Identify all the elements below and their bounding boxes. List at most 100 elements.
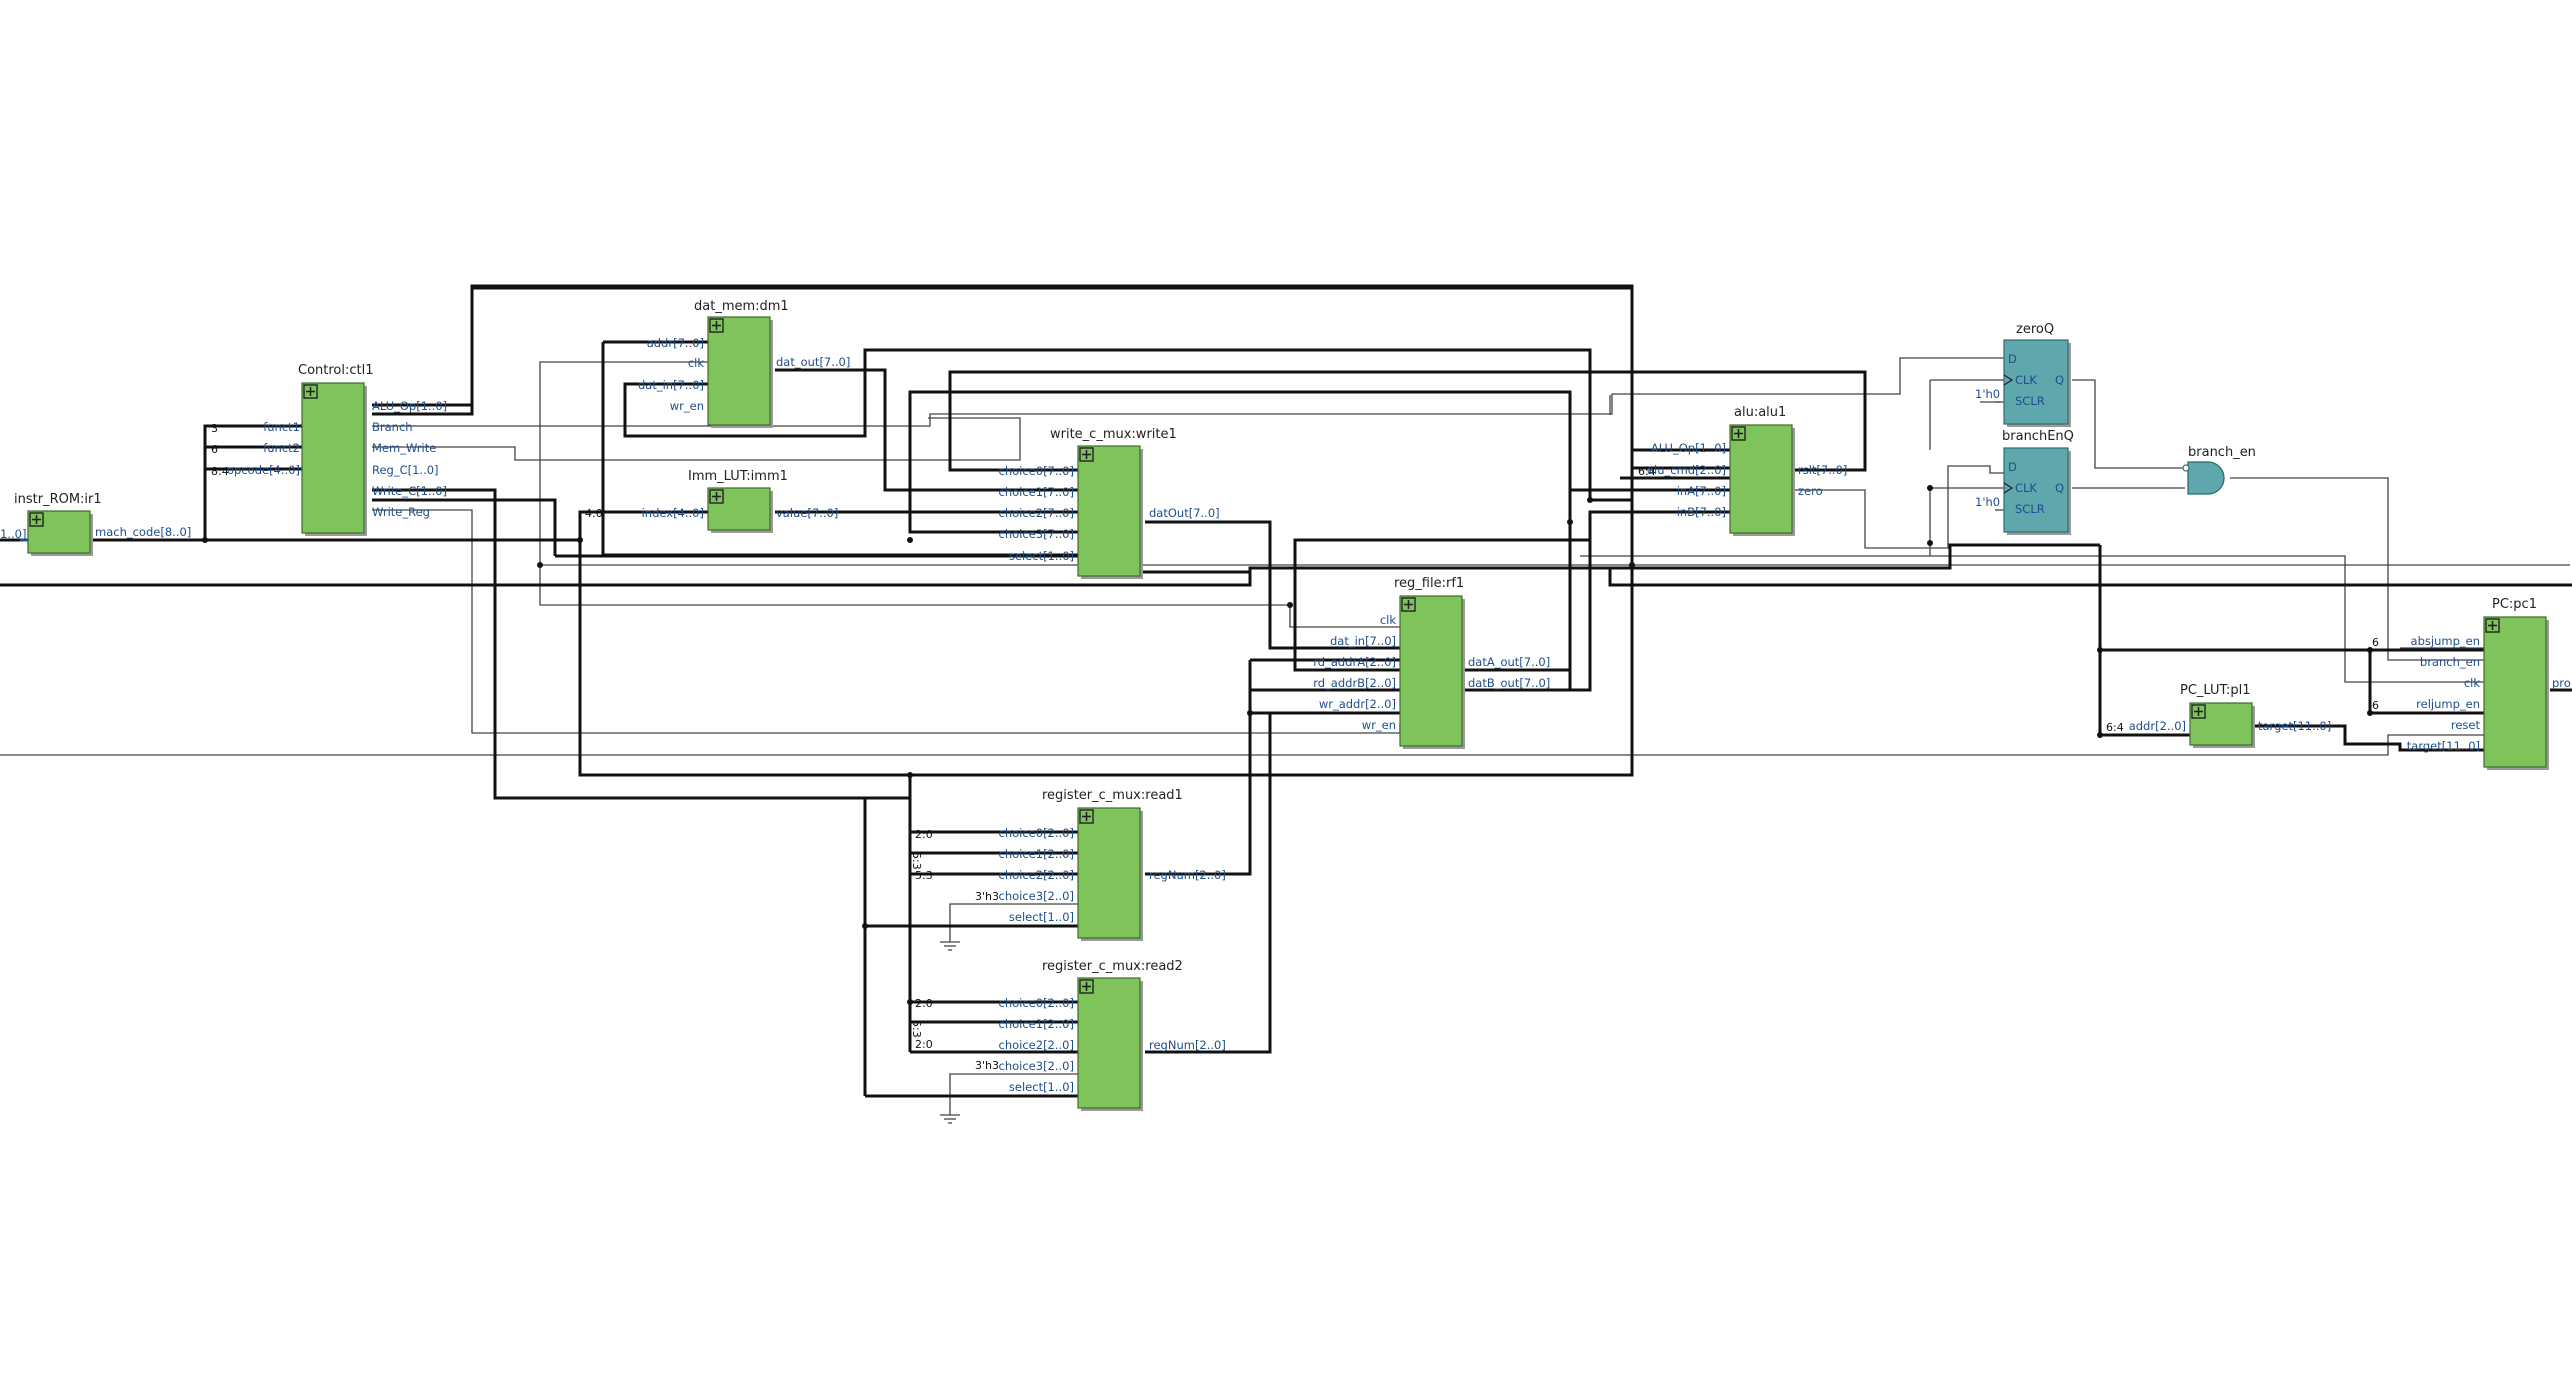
port-label: choice3[7..0] — [999, 527, 1074, 541]
port-label: dat_in[7..0] — [1330, 634, 1396, 648]
thin-wires — [0, 357, 2570, 1115]
register-zeroq[interactable]: zeroQ D CLK SCLR Q 1'h0 — [1975, 322, 2071, 427]
port-label: rslt[7..0] — [1798, 463, 1847, 477]
module-title: write_c_mux:write1 — [1050, 427, 1177, 442]
bus-label: 6 — [211, 443, 218, 456]
port-label: dat_out[7..0] — [776, 355, 850, 369]
bus-label: 3 — [211, 422, 218, 435]
port-label: target[11..0] — [2258, 719, 2331, 733]
port-label: absjump_en — [2411, 634, 2480, 648]
bus-wires — [0, 284, 2572, 1098]
bus-label: 6 — [2372, 636, 2379, 649]
expand-icon[interactable] — [1079, 447, 1094, 462]
bus-label: 6:4 — [2106, 721, 2124, 734]
module-title: dat_mem:dm1 — [694, 299, 789, 314]
port-label: select[1..0] — [1009, 549, 1074, 563]
port-label: Q — [2055, 373, 2064, 387]
expand-icon[interactable] — [1079, 979, 1094, 994]
port-label: ALU_Op[1..0] — [1651, 441, 1726, 455]
module-title: register_c_mux:read2 — [1042, 959, 1183, 974]
port-label: ALU_Op[1..0] — [372, 399, 447, 413]
bus-label: 5:3 — [915, 869, 933, 882]
expand-icon[interactable] — [2485, 618, 2500, 633]
port-label: dat_in[7..0] — [638, 378, 704, 392]
expand-icon[interactable] — [709, 318, 724, 333]
port-label: rd_addrA[2..0] — [1313, 655, 1396, 669]
bus-label: 2:0 — [915, 1038, 933, 1051]
expand-icon[interactable] — [1401, 597, 1416, 612]
module-pc1[interactable]: PC:pc1 absjump_en branch_en clk reljump_… — [2407, 597, 2571, 770]
port-label: reset — [2451, 718, 2481, 732]
module-rf1[interactable]: reg_file:rf1 clk dat_in[7..0] rd_addrA[2… — [1313, 576, 1550, 749]
bus-label: 4:0 — [585, 507, 603, 520]
module-write1[interactable]: write_c_mux:write1 choice0[7..0] choice1… — [999, 427, 1220, 579]
expand-icon[interactable] — [303, 384, 318, 399]
register-title: zeroQ — [2016, 322, 2054, 337]
port-label: zero — [1798, 484, 1823, 498]
ground-symbol — [940, 941, 960, 951]
expand-icon[interactable] — [709, 489, 724, 504]
port-label: Q — [2055, 481, 2064, 495]
bus-label: 3'h3 — [975, 1059, 999, 1072]
module-ir1[interactable]: instr_ROM:ir1 1..0] mach_code[8..0] — [0, 492, 191, 556]
port-label: choice0[2..0] — [999, 826, 1074, 840]
module-pl1[interactable]: PC_LUT:pl1 addr[2..0] target[11..0] — [2129, 683, 2332, 748]
module-title: instr_ROM:ir1 — [14, 492, 102, 507]
port-label: branch_en — [2420, 655, 2480, 669]
port-label: CLK — [2015, 373, 2037, 387]
port-label: regNum[2..0] — [1149, 1038, 1226, 1052]
port-label: choice1[7..0] — [999, 485, 1074, 499]
bus-label: 8:4 — [211, 465, 229, 478]
expand-icon[interactable] — [2191, 704, 2206, 719]
register-branchenq[interactable]: branchEnQ D CLK SCLR Q 1'h0 — [1975, 429, 2074, 535]
port-label: choice3[2..0] — [999, 889, 1074, 903]
port-label: Branch — [372, 420, 413, 434]
port-label: inB[7..0] — [1677, 505, 1726, 519]
module-imm1[interactable]: Imm_LUT:imm1 index[4..0] value[7..0] — [642, 469, 839, 533]
port-label: clk — [1380, 613, 1397, 627]
inverter-bubble-icon — [2182, 464, 2190, 472]
expand-icon[interactable] — [29, 512, 44, 527]
bus-label: 3'h3 — [975, 890, 999, 903]
module-read1[interactable]: register_c_mux:read1 choice0[2..0] choic… — [999, 788, 1226, 941]
port-label: SCLR — [2015, 502, 2045, 516]
port-label: CLK — [2015, 481, 2037, 495]
expand-icon[interactable] — [1079, 809, 1094, 824]
bus-label: 6:4 — [1638, 465, 1656, 478]
junction-dots — [202, 485, 2373, 1005]
and-gate-icon — [2187, 461, 2225, 495]
port-label: alu_cmd[2..0] — [1647, 463, 1726, 477]
bus-label: 6 — [2372, 699, 2379, 712]
port-label: addr[2..0] — [2129, 719, 2186, 733]
module-title: Control:ctl1 — [298, 363, 374, 378]
port-label: choice2[2..0] — [999, 868, 1074, 882]
gate-title: branch_en — [2188, 445, 2256, 460]
port-label: select[1..0] — [1009, 1080, 1074, 1094]
module-title: PC_LUT:pl1 — [2180, 683, 2251, 698]
module-title: alu:alu1 — [1734, 405, 1786, 420]
port-label: funct1 — [263, 420, 300, 434]
port-label: target[11..0] — [2407, 739, 2480, 753]
module-read2[interactable]: register_c_mux:read2 choice0[2..0] choic… — [999, 959, 1226, 1111]
port-label: reljump_en — [2416, 697, 2480, 711]
port-label: Write_Reg — [372, 505, 430, 519]
port-label: Mem_Write — [372, 441, 436, 455]
port-label: wr_addr[2..0] — [1319, 697, 1396, 711]
port-label: choice1[2..0] — [999, 1017, 1074, 1031]
port-label: datOut[7..0] — [1149, 506, 1220, 520]
module-ctl1[interactable]: Control:ctl1 funct1 funct2 opcode[4..0] … — [227, 363, 447, 536]
port-label: mach_code[8..0] — [95, 525, 191, 539]
bus-label: 5:3 — [910, 1020, 923, 1038]
port-label: choice0[7..0] — [999, 464, 1074, 478]
port-label: choice2[7..0] — [999, 506, 1074, 520]
port-label: value[7..0] — [776, 506, 838, 520]
bus-label: 2:0 — [915, 828, 933, 841]
gate-branch-en[interactable]: branch_en — [2182, 445, 2256, 495]
constant-label: 1'h0 — [1975, 387, 2000, 401]
port-label: clk — [2464, 676, 2481, 690]
module-alu1[interactable]: alu:alu1 ALU_Op[1..0] alu_cmd[2..0] inA[… — [1647, 405, 1847, 536]
port-label: 1..0] — [0, 527, 26, 541]
module-dm1[interactable]: dat_mem:dm1 addr[7..0] clk dat_in[7..0] … — [638, 299, 850, 428]
expand-icon[interactable] — [1731, 426, 1746, 441]
bus-label: 5:3 — [910, 852, 923, 870]
